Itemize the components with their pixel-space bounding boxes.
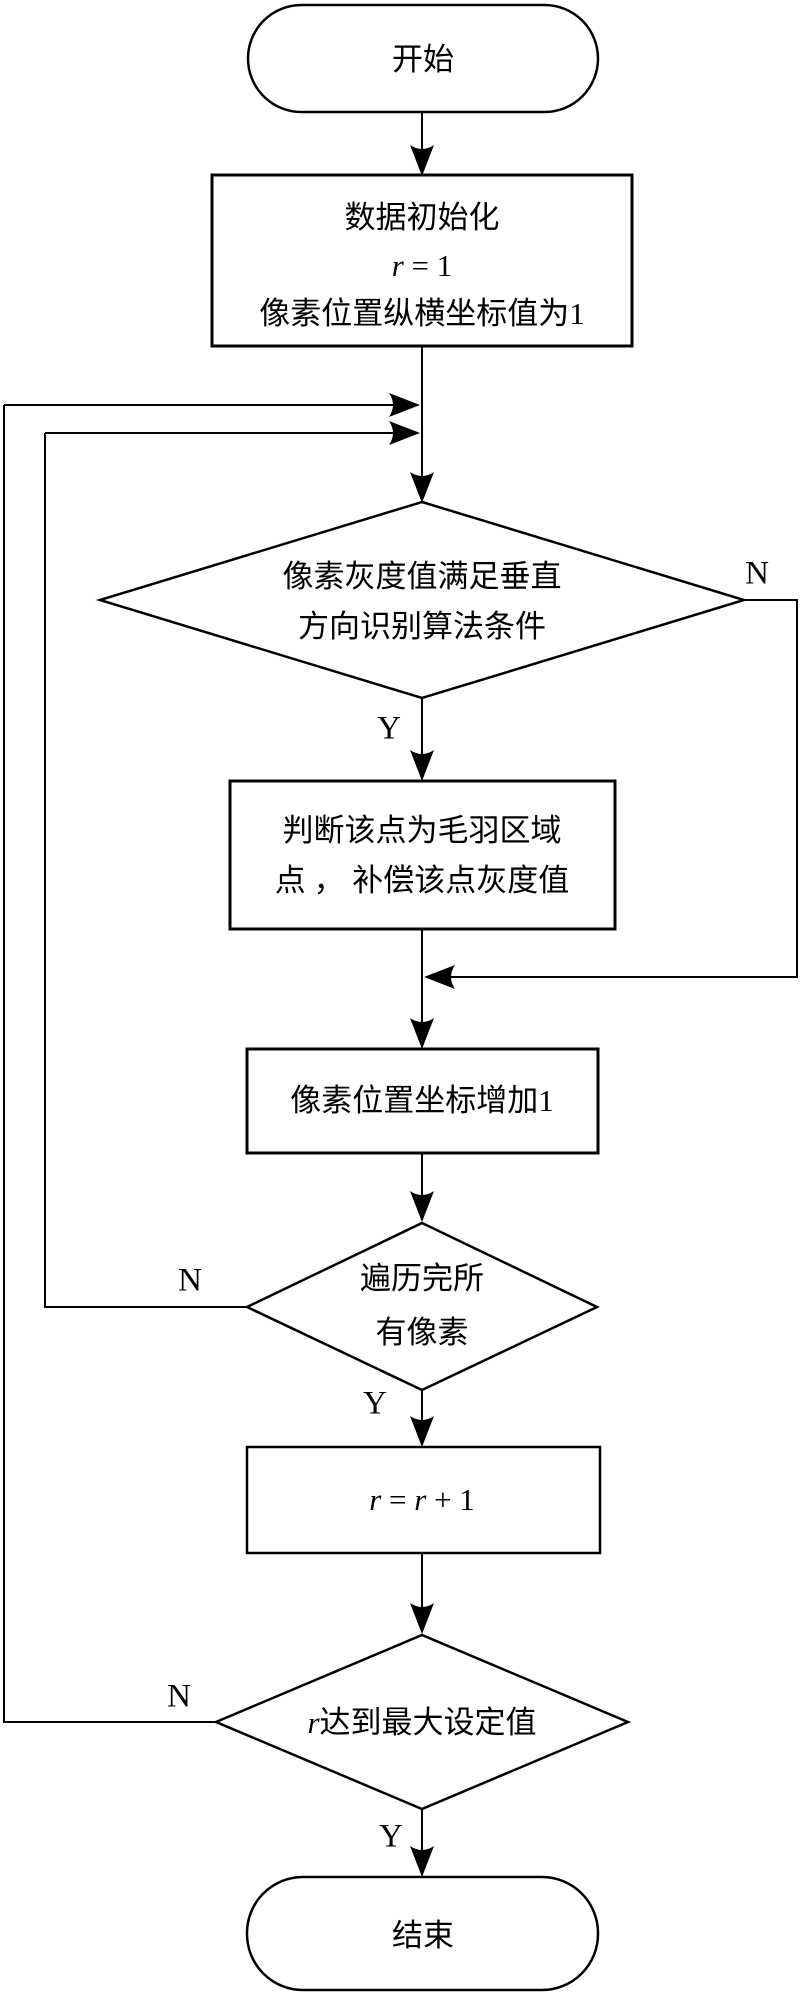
arrowhead-down-into-judge: [410, 750, 434, 781]
inc-r-process-shape: [245, 1445, 602, 1555]
connector-cond-traverse-no: [44, 433, 247, 1308]
inc-r-r1: r: [369, 1482, 382, 1517]
cond-rmax-node-label: r达到最大设定值: [307, 1698, 536, 1748]
inc-r-node-label: r = r + 1: [369, 1475, 475, 1525]
arrowhead-right-rmax-loop: [389, 393, 420, 417]
inc-pixel-node-label: 像素位置坐标增加1: [290, 1083, 554, 1118]
end-terminator-shape: [245, 1875, 600, 1992]
arrowhead-down-into-cond-rmax: [410, 1603, 434, 1634]
cond-traverse-yes-label: Y: [363, 1385, 387, 1422]
connector-cond-vertical-no: [450, 599, 798, 978]
arrowhead-down-into-inc-r: [410, 1416, 434, 1447]
init-line-2: r = 1: [259, 242, 585, 290]
inc-r-r2: r: [414, 1482, 427, 1517]
init-node-label: 数据初始化 r = 1 像素位置纵横坐标值为1: [259, 194, 585, 338]
cond-vertical-line-2: 方向识别算法条件: [298, 609, 546, 644]
init-formula-r: r: [391, 248, 404, 283]
init-formula-rest: = 1: [403, 248, 453, 283]
judge-line-1: 判断该点为毛羽区域: [282, 813, 562, 848]
arrowhead-right-traverse-loop: [389, 421, 420, 445]
arrowhead-down-into-inc-pixel: [410, 1018, 434, 1049]
inc-r-rest: + 1: [426, 1482, 475, 1517]
cond-vertical-node-label: 像素灰度值满足垂直 方向识别算法条件: [283, 552, 562, 652]
cond-rmax-r: r: [307, 1705, 320, 1740]
arrowhead-left-cond-vertical-no: [424, 965, 455, 989]
connector-cond-rmax-no: [3, 405, 216, 1723]
cond-vertical-line-1: 像素灰度值满足垂直: [282, 559, 562, 594]
cond-vertical-no-label: N: [745, 555, 769, 592]
start-node-label: 开始: [392, 42, 454, 77]
arrowhead-down-into-init: [410, 145, 434, 176]
arrowhead-down-into-end: [410, 1846, 434, 1877]
cond-traverse-line-1: 遍历完所: [360, 1261, 484, 1296]
init-line-1: 数据初始化: [344, 200, 500, 235]
init-line-3: 像素位置纵横坐标值为1: [259, 296, 585, 331]
arrowhead-down-into-cond-traverse: [410, 1191, 434, 1222]
cond-rmax-rest: 达到最大设定值: [319, 1705, 537, 1740]
cond-rmax-no-label: N: [167, 1678, 191, 1715]
cond-traverse-node-label: 遍历完所 有像素: [360, 1252, 484, 1360]
cond-vertical-yes-label: Y: [377, 710, 401, 747]
judge-line-2: 点 ， 补偿该点灰度值: [274, 863, 570, 898]
arrowhead-down-into-cond-vertical: [410, 472, 434, 503]
judge-node-label: 判断该点为毛羽区域 点 ， 补偿该点灰度值: [275, 806, 570, 906]
cond-traverse-no-label: N: [178, 1262, 202, 1299]
end-node-label: 结束: [392, 1918, 454, 1953]
cond-rmax-yes-label: Y: [379, 1818, 403, 1855]
cond-traverse-line-2: 有像素: [375, 1315, 469, 1350]
inc-r-eq: =: [381, 1482, 415, 1517]
